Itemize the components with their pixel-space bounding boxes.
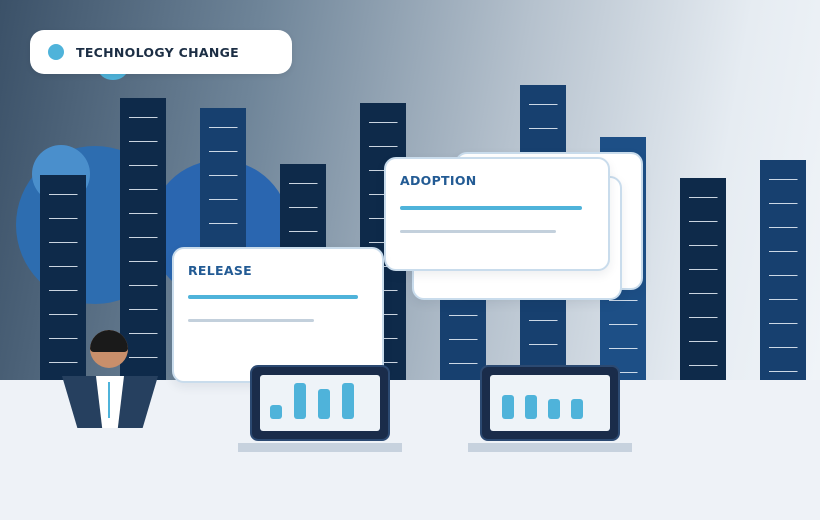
building	[760, 160, 806, 380]
release-monitor-screen	[260, 375, 380, 431]
monitor-bar	[548, 399, 560, 419]
monitor-bar	[502, 395, 514, 419]
monitor-bar	[270, 405, 282, 419]
building	[40, 175, 86, 380]
adoption-monitor-screen	[490, 375, 610, 431]
release-card-title: RELEASE	[188, 263, 252, 278]
adoption-card-title: ADOPTION	[400, 173, 477, 188]
building	[680, 178, 726, 380]
adoption-card-line	[400, 206, 582, 210]
adoption-card: ADOPTION	[384, 157, 610, 271]
monitor-bar	[571, 399, 583, 419]
monitor-bar	[318, 389, 330, 419]
monitor-bar	[342, 383, 354, 419]
technology-change-badge: TECHNOLOGY CHANGE	[30, 30, 292, 74]
building	[120, 98, 166, 380]
adoption-monitor-stand	[468, 443, 632, 452]
status-dot-icon	[48, 44, 64, 60]
release-monitor	[250, 365, 390, 441]
release-monitor-stand	[238, 443, 402, 452]
release-card: RELEASE	[172, 247, 384, 383]
monitor-bar	[294, 383, 306, 419]
person-head	[90, 330, 128, 368]
release-card-subline	[188, 319, 314, 322]
badge-label: TECHNOLOGY CHANGE	[76, 44, 239, 60]
adoption-monitor	[480, 365, 620, 441]
person-hair	[90, 330, 128, 352]
monitor-bar	[525, 395, 537, 419]
person-tie	[108, 382, 110, 418]
adoption-card-subline	[400, 230, 556, 233]
release-card-line	[188, 295, 358, 299]
